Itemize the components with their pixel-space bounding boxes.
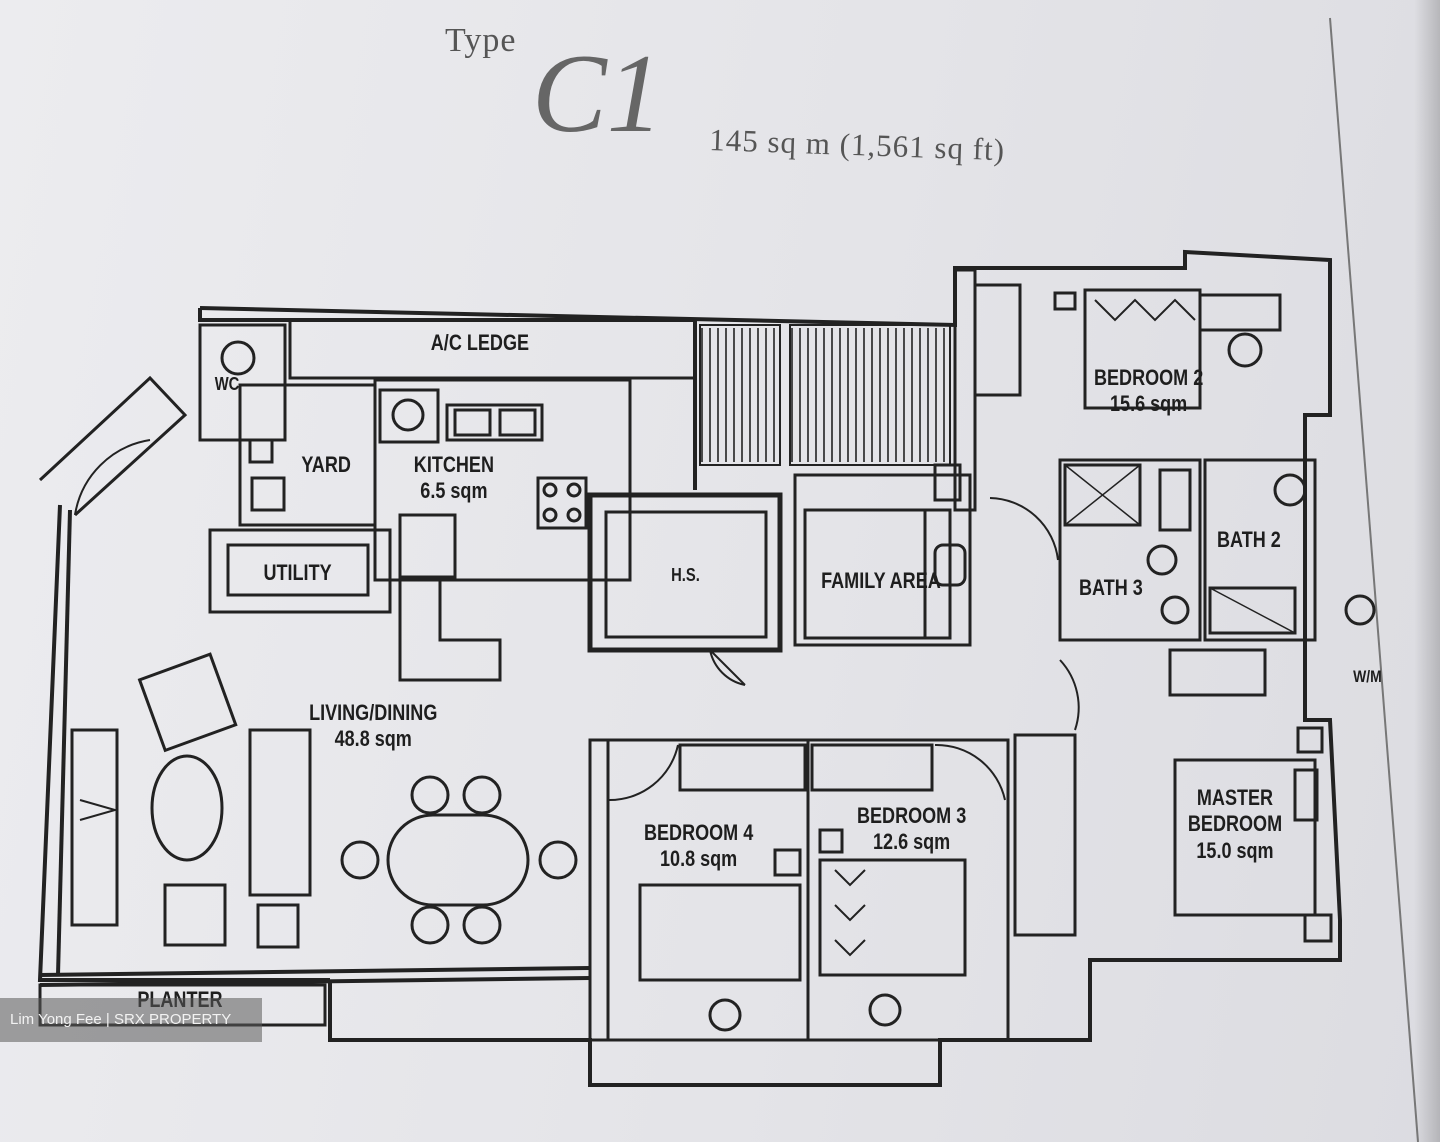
unit-type-code: C1 — [532, 32, 663, 156]
balcony-railings — [699, 324, 951, 466]
lamp-icon — [933, 543, 967, 587]
watermark-credit: Lim Yong Fee | SRX PROPERTY — [0, 998, 262, 1042]
kitchen-label: KITCHEN 6.5 sqm — [414, 452, 494, 505]
tv-console-icon — [70, 728, 119, 927]
armchair-icon — [137, 652, 238, 753]
family-area — [793, 463, 972, 647]
bed-3-icon — [818, 858, 967, 977]
utility-label: UTILITY — [263, 560, 332, 585]
kitchen-name: KITCHEN — [413, 452, 494, 477]
bedroom-2-label: BEDROOM 2 15.6 sqm — [1094, 365, 1203, 418]
living-dining-area: 48.8 sqm — [334, 726, 412, 752]
hob-icon — [536, 476, 588, 530]
master-wardrobe-icon — [1013, 733, 1077, 937]
entrance-door — [38, 375, 188, 517]
kitchen-area: 6.5 sqm — [420, 478, 488, 504]
yard-sink-icon — [248, 438, 274, 464]
dining-table-icon — [386, 813, 530, 907]
master-bedroom-label: MASTER BEDROOM 15.0 sqm — [1182, 785, 1289, 864]
washing-machine-label: W/M — [1353, 667, 1382, 686]
bed-4-icon — [638, 883, 802, 982]
bath-2-label: BATH 2 — [1217, 527, 1281, 552]
service-block — [198, 323, 632, 682]
bedroom-2-name: BEDROOM 2 — [1093, 365, 1204, 390]
bedroom-2-area — [953, 268, 1282, 512]
wardrobe-4-icon — [678, 743, 807, 792]
yard-label: YARD — [301, 452, 351, 477]
family-area-label: FAMILY AREA — [821, 568, 941, 593]
bedroom-2-area-text: 15.6 sqm — [1110, 391, 1188, 417]
bedroom-3-label: BEDROOM 3 12.6 sqm — [857, 803, 966, 856]
bedroom-4-area — [588, 738, 810, 1042]
master-bedroom-name: MASTER BEDROOM — [1187, 785, 1283, 837]
living-dining-name: LIVING/DINING — [309, 700, 438, 725]
kitchen-sink-icon — [445, 403, 544, 442]
type-word: Type — [445, 22, 517, 59]
dining-chair-icons — [340, 775, 578, 945]
page-edge-line — [1329, 17, 1419, 1142]
hs-label: H.S. — [671, 565, 700, 585]
rail-lines — [701, 328, 945, 462]
corridor-doors — [607, 497, 1080, 802]
wc-toilet-icon — [220, 340, 256, 376]
bedroom-4-label: BEDROOM 4 10.8 sqm — [644, 820, 753, 873]
page-edge-shadow — [1414, 0, 1440, 1142]
vanity-icon — [1168, 648, 1267, 697]
ac-ledge-area — [288, 318, 697, 380]
living-dining-furniture — [70, 652, 578, 949]
bedroom-3-area — [806, 738, 1010, 1042]
bath-3-label: BATH 3 — [1079, 575, 1143, 600]
fridge-icon — [398, 513, 457, 579]
bath-block — [1058, 458, 1376, 697]
washer-icon — [378, 388, 440, 444]
side-table-icon — [256, 903, 300, 949]
wardrobe-icon — [973, 283, 1022, 397]
ac-ledge-label: A/C LEDGE — [430, 330, 530, 355]
yard-appliance-icon — [250, 476, 286, 512]
coffee-table-icon — [150, 754, 224, 862]
living-dining-label: LIVING/DINING 48.8 sqm — [309, 700, 437, 753]
utility-bed-icon — [226, 543, 370, 597]
master-bedroom-area-text: 15.0 sqm — [1196, 837, 1274, 863]
master-bed-icon — [1173, 758, 1317, 917]
wardrobe-3-icon — [810, 743, 934, 792]
bedroom-3-name: BEDROOM 3 — [856, 803, 967, 828]
household-shelter — [587, 492, 783, 686]
shower-icon — [1063, 463, 1142, 527]
bedroom-3-area-text: 12.6 sqm — [873, 829, 951, 855]
bedroom-4-name: BEDROOM 4 — [643, 820, 754, 845]
side-chair-icon — [163, 883, 227, 947]
wc-label: WC — [214, 374, 240, 394]
sofa-icon — [248, 728, 312, 897]
bed-icon — [1083, 288, 1202, 410]
bedroom-4-area-text: 10.8 sqm — [660, 846, 738, 872]
master-bedroom-area — [1013, 726, 1333, 943]
